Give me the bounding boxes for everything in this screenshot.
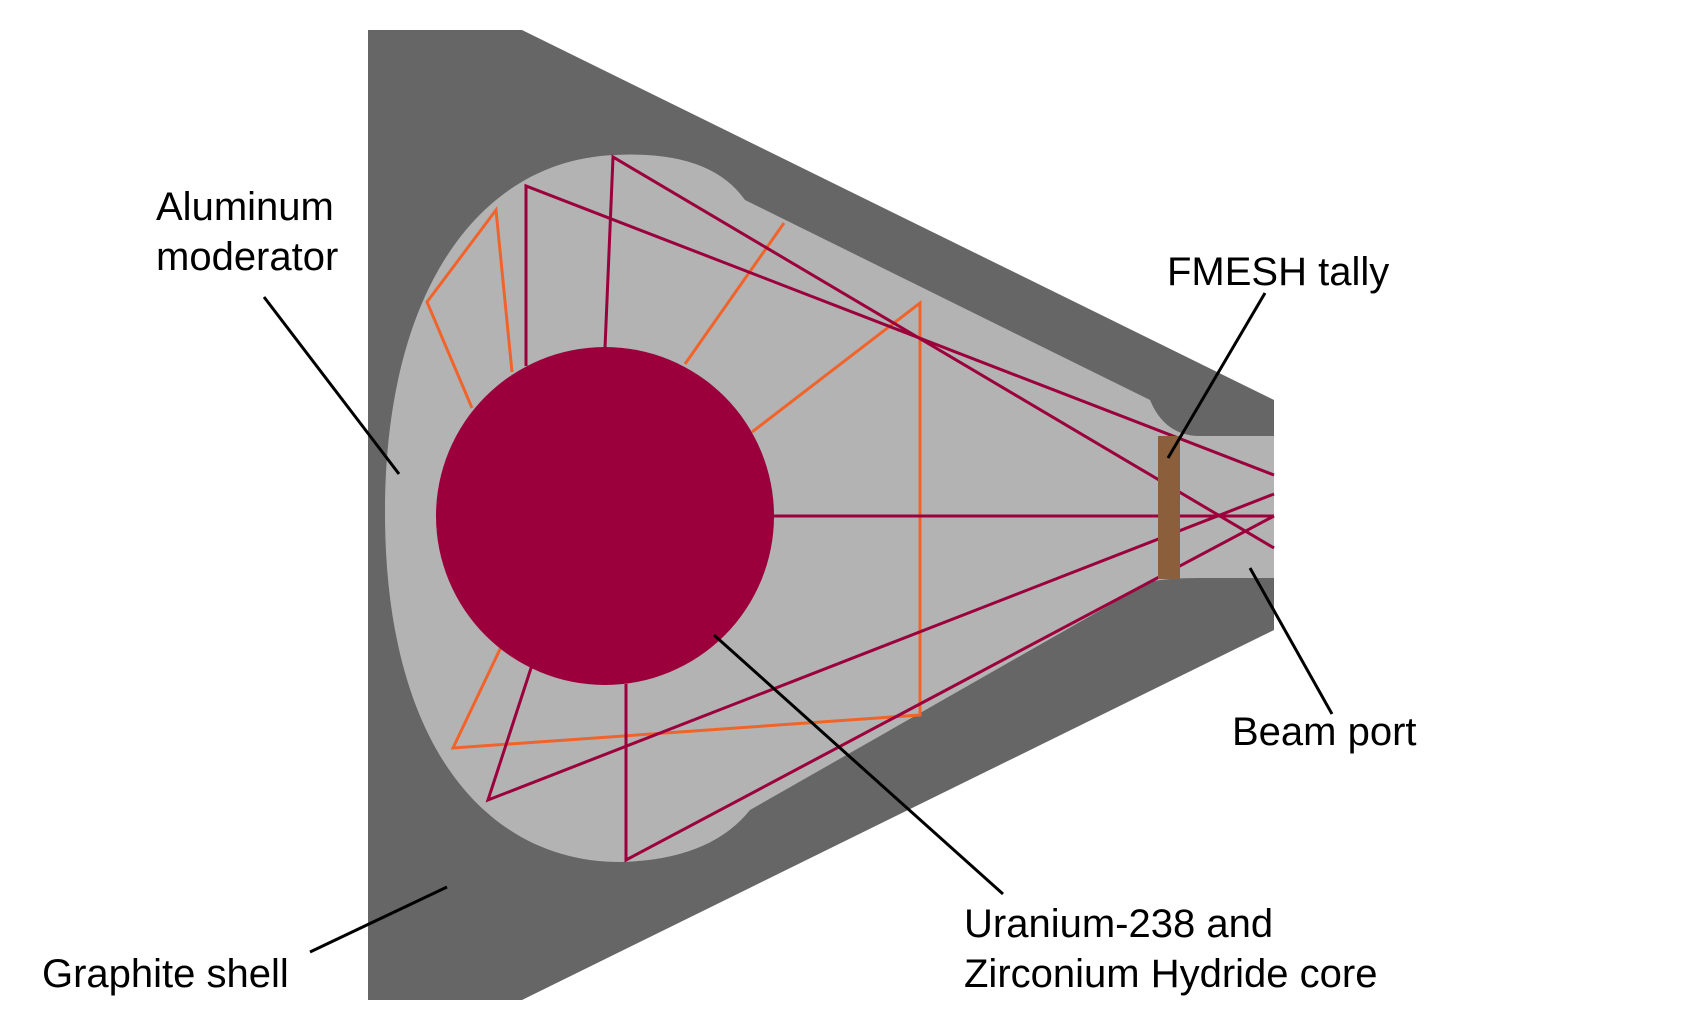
- leader-beam-port: [1248, 567, 1334, 715]
- crimson-neutron-paths: [485, 154, 1275, 863]
- leader-aluminum-moderator: [262, 296, 401, 475]
- leader-core: [712, 633, 1005, 896]
- crimson-path-4: [624, 514, 1275, 863]
- orange-path-1: [425, 206, 514, 409]
- leader-fmesh-tally: [1166, 292, 1267, 459]
- fmesh-tally-label-text: FMESH tally: [1167, 250, 1390, 294]
- leader-lines: [262, 292, 1334, 954]
- fmesh-tally: [1158, 436, 1180, 579]
- crimson-path-3: [485, 492, 1275, 803]
- graphite-shell-label-text: Graphite shell: [42, 952, 289, 996]
- orange-neutron-paths: [425, 206, 922, 750]
- orange-path-2: [683, 222, 786, 365]
- fmesh-tally-label: FMESH tally: [1167, 247, 1389, 297]
- orange-path-3: [450, 299, 922, 750]
- aluminum-moderator-label-line-2: moderator: [156, 235, 339, 279]
- core-label: Uranium-238 and Zirconium Hydride core: [964, 899, 1377, 999]
- core-label-line-2: Zirconium Hydride core: [964, 952, 1378, 996]
- crimson-path-2: [603, 154, 1275, 550]
- aluminum-moderator-label-line-1: Aluminum: [156, 185, 334, 229]
- core-label-line-1: Uranium-238 and: [964, 902, 1274, 946]
- leader-graphite-shell: [309, 885, 448, 954]
- uranium-zirconium-core: [436, 347, 774, 685]
- crimson-path-1: [524, 183, 1275, 477]
- aluminum-moderator-label: Aluminum moderator: [156, 182, 338, 282]
- aluminum-moderator: [385, 154, 1274, 862]
- graphite-shell-label: Graphite shell: [42, 949, 289, 999]
- beam-port-label-text: Beam port: [1232, 710, 1417, 754]
- beam-port-label: Beam port: [1232, 707, 1417, 757]
